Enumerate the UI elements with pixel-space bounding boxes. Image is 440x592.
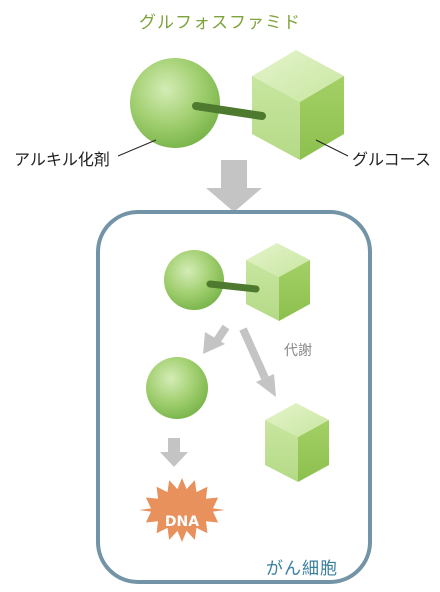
cancer-cell-label: がん細胞: [266, 559, 338, 579]
metabolism-label: 代謝: [284, 343, 312, 359]
dna-burst: [139, 478, 225, 542]
metabolism-arrow-left: [203, 324, 230, 354]
glucose-cube-released: [265, 403, 329, 482]
glucose-cube-cell: [246, 243, 310, 321]
glucose-leader-line: [315, 139, 349, 157]
dna-label: DNA: [164, 514, 200, 530]
linker-bar-top: [192, 102, 266, 120]
metabolism-arrow-right: [239, 327, 276, 397]
alkylating-sphere-cell: [164, 250, 224, 310]
alkylating-leader-line: [117, 139, 157, 157]
compound-title: グルフォスファミド: [139, 13, 301, 33]
alkylating-agent-label: アルキル化剤: [14, 150, 110, 169]
cancer-cell: [96, 210, 372, 584]
linker-bar-cell: [206, 280, 260, 293]
glucose-cube-top: [252, 50, 344, 160]
alkylating-sphere-released: [146, 357, 208, 419]
alkylating-sphere-top: [130, 58, 220, 148]
glucose-label: グルコース: [352, 150, 431, 169]
entry-arrow: [206, 160, 262, 212]
dna-arrow: [160, 438, 188, 467]
